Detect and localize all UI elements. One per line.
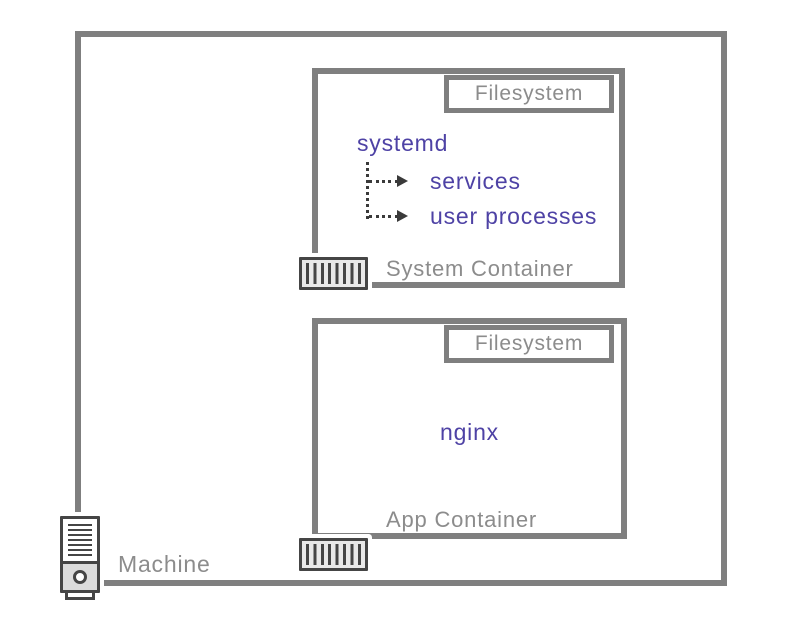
- system-filesystem-box: Filesystem: [444, 75, 614, 113]
- app-container-box: [312, 318, 627, 539]
- services-branch-connector: [369, 180, 398, 183]
- process-tree-vertical-connector: [366, 162, 369, 219]
- services-label: services: [430, 168, 521, 194]
- user-processes-label: user processes: [430, 203, 598, 229]
- system-container-label: System Container: [386, 256, 574, 281]
- app-container-label: App Container: [386, 507, 538, 532]
- server-body: [60, 516, 100, 593]
- container-icon-bars: [306, 263, 361, 284]
- server-power-button-icon: [73, 570, 87, 584]
- services-arrowhead-icon: [397, 175, 408, 187]
- app-filesystem-box: Filesystem: [444, 325, 614, 363]
- machine-label: Machine: [118, 551, 211, 577]
- system-container-box: [312, 68, 625, 288]
- user-processes-branch-connector: [369, 215, 398, 218]
- app-container-icon: [299, 538, 368, 571]
- machine-server-icon: [56, 512, 104, 608]
- machine-box: [75, 31, 727, 586]
- nginx-process-label: nginx: [440, 419, 499, 445]
- container-icon-bars: [306, 544, 361, 565]
- system-container-icon: [299, 257, 368, 290]
- system-filesystem-label: Filesystem: [474, 82, 584, 105]
- app-filesystem-label: Filesystem: [474, 332, 584, 355]
- user-processes-arrowhead-icon: [397, 210, 408, 222]
- server-vents: [68, 524, 92, 557]
- server-lower-panel: [63, 561, 97, 590]
- systemd-process-label: systemd: [357, 130, 449, 156]
